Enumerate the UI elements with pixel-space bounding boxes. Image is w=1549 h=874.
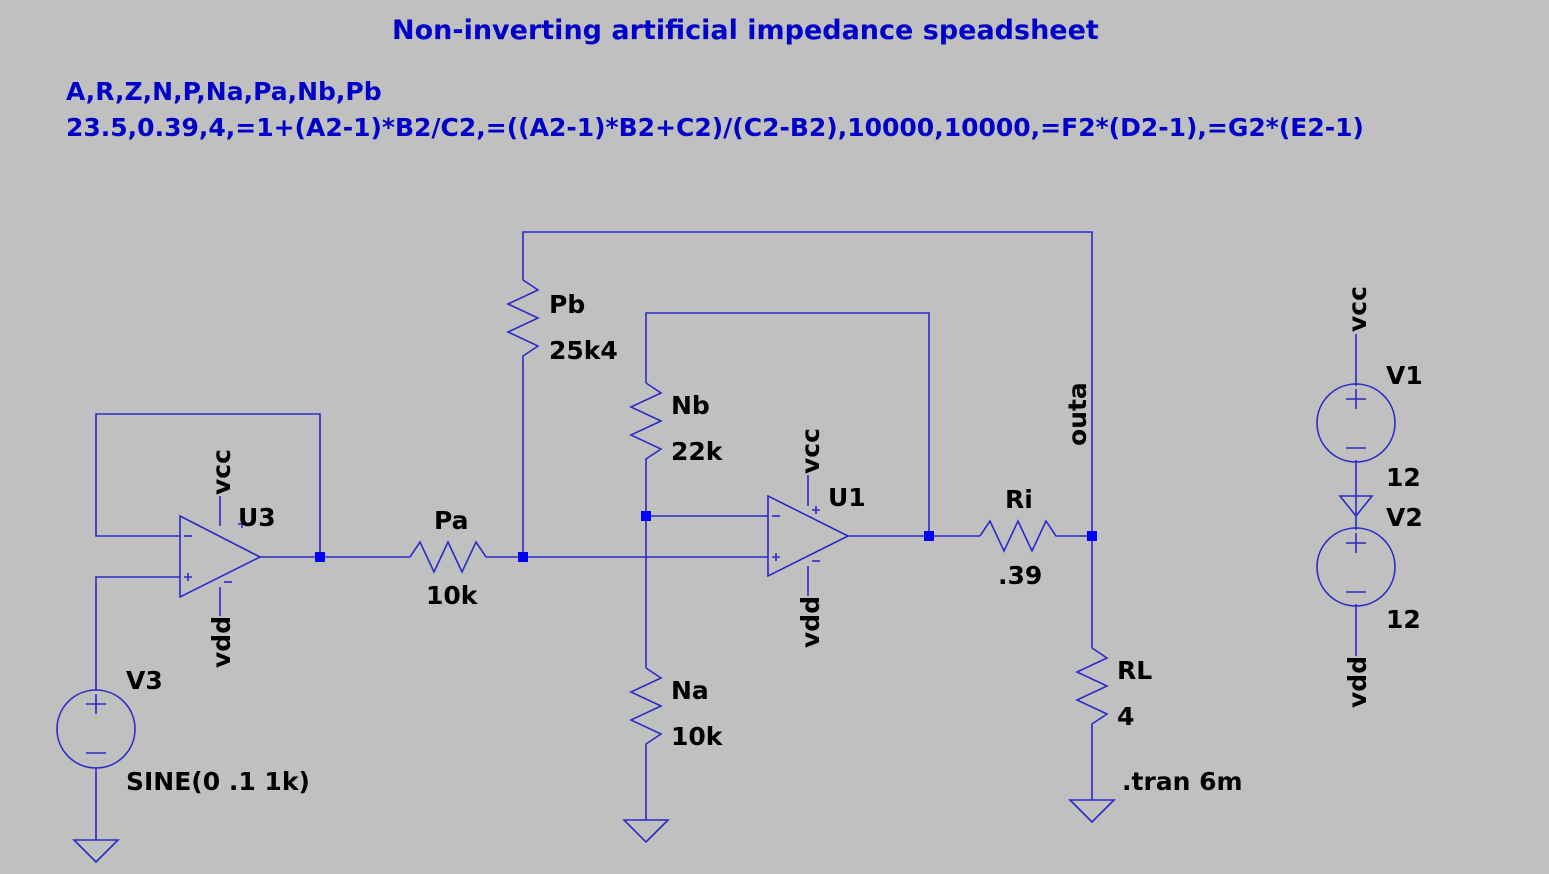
source-v2-plus-sign: [1346, 533, 1366, 553]
source-v3-name: V3: [126, 666, 163, 695]
resistor-rl-value: 4: [1117, 702, 1134, 731]
junction-u3-out: [315, 552, 325, 562]
opamp-u3[interactable]: U3 vcc vdd: [179, 449, 276, 668]
opamp-u1[interactable]: U1 vcc vdd: [767, 428, 866, 648]
opamp-u3-vdd-label: vdd: [207, 616, 236, 668]
opamp-u3-vcc-label: vcc: [207, 449, 236, 495]
opamp-u3-vcc-mark: [238, 520, 246, 528]
resistor-rl-symbol[interactable]: [1075, 647, 1109, 732]
source-v2[interactable]: V2 12: [1316, 503, 1423, 634]
source-v3-value: SINE(0 .1 1k): [126, 767, 310, 796]
source-v1-symbol[interactable]: [1316, 383, 1396, 463]
resistor-nb[interactable]: Nb 22k: [629, 382, 724, 466]
opamp-u1-vdd-label: vdd: [796, 596, 825, 648]
net-label-vcc: vcc: [1343, 286, 1372, 332]
resistor-na-symbol[interactable]: [629, 667, 663, 752]
resistor-pa-name: Pa: [434, 506, 469, 535]
junction-pa-pb: [518, 552, 528, 562]
wire-pb-top-outa[interactable]: [522, 231, 1093, 536]
opamp-u3-body[interactable]: [179, 514, 262, 599]
wire-u3-feedback[interactable]: [95, 413, 321, 557]
source-v1-name: V1: [1386, 361, 1423, 390]
series-arrow-icon: [1338, 495, 1374, 518]
opamp-u1-plus-sign: [772, 553, 780, 561]
resistor-ri-value: .39: [998, 561, 1042, 590]
opamp-u3-name: U3: [238, 503, 276, 532]
resistor-na-name: Na: [671, 676, 709, 705]
spreadsheet-formulas: 23.5,0.39,4,=1+(A2-1)*B2/C2,=((A2-1)*B2+…: [66, 113, 1364, 142]
resistor-ri[interactable]: Ri .39: [979, 485, 1062, 590]
resistor-ri-symbol[interactable]: [979, 519, 1062, 553]
opamp-u1-vcc-mark: [812, 506, 820, 514]
source-v3[interactable]: V3 SINE(0 .1 1k): [56, 666, 310, 796]
wires: [95, 231, 1357, 840]
ground-rl-icon: [1068, 799, 1116, 824]
source-v3-symbol[interactable]: [56, 689, 136, 769]
resistor-rl[interactable]: RL 4: [1075, 647, 1152, 732]
source-v1-value: 12: [1386, 463, 1421, 492]
opamp-u1-name: U1: [828, 483, 866, 512]
schematic-title: Non-inverting artificial impedance spead…: [392, 15, 1099, 46]
spice-directive[interactable]: .tran 6m: [1122, 767, 1243, 796]
wire-u3-input[interactable]: [95, 576, 180, 690]
resistor-ri-name: Ri: [1005, 485, 1033, 514]
resistor-rl-name: RL: [1117, 656, 1152, 685]
source-v1[interactable]: V1 12: [1316, 361, 1423, 492]
source-v3-plus-sign: [86, 694, 106, 714]
net-label-outa: outa: [1063, 382, 1092, 446]
ground-na-icon: [622, 819, 670, 844]
opamp-u1-body[interactable]: [767, 494, 850, 578]
resistor-pb-name: Pb: [549, 290, 585, 319]
resistor-pb-symbol[interactable]: [506, 279, 540, 366]
junction-u1-out: [924, 531, 934, 541]
source-v1-plus-sign: [1346, 389, 1366, 409]
resistor-pb-value: 25k4: [549, 336, 618, 365]
ground-v3-icon: [72, 839, 120, 864]
resistor-nb-name: Nb: [671, 391, 710, 420]
resistor-pa-value: 10k: [426, 581, 479, 610]
resistor-na[interactable]: Na 10k: [629, 667, 724, 752]
opamp-u1-vcc-label: vcc: [796, 428, 825, 474]
net-label-vdd: vdd: [1343, 656, 1372, 708]
junction-nb-na: [641, 511, 651, 521]
resistor-nb-value: 22k: [671, 437, 724, 466]
source-v2-value: 12: [1386, 605, 1421, 634]
spreadsheet-header: A,R,Z,N,P,Na,Pa,Nb,Pb: [66, 77, 382, 106]
opamp-u3-plus-sign: [184, 573, 192, 581]
resistor-nb-symbol[interactable]: [629, 382, 663, 466]
resistor-pa-symbol[interactable]: [409, 540, 493, 574]
junction-outa: [1087, 531, 1097, 541]
resistor-na-value: 10k: [671, 722, 724, 751]
resistor-pb[interactable]: Pb 25k4: [506, 279, 618, 366]
source-v2-symbol[interactable]: [1316, 527, 1396, 607]
source-v2-name: V2: [1386, 503, 1423, 532]
junctions: [315, 511, 1097, 562]
wire-nb-top-u1out[interactable]: [645, 312, 930, 536]
resistor-pa[interactable]: Pa 10k: [409, 506, 493, 610]
